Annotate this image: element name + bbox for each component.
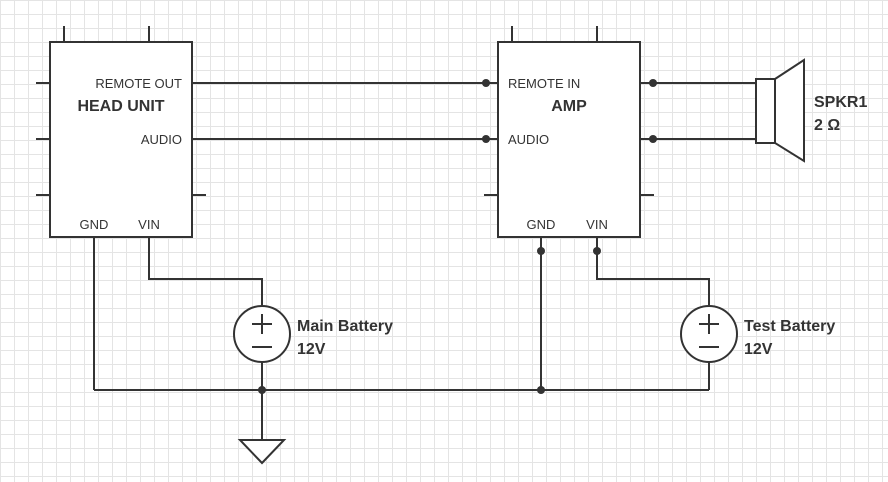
amp-vin-wire (596, 237, 710, 305)
head-unit[interactable]: HEAD UNIT REMOTE OUT AUDIO GND VIN (36, 26, 206, 238)
head-unit-body (49, 41, 193, 238)
junction-dot (482, 79, 490, 87)
speaker-magnet (755, 78, 776, 144)
head-unit-gnd-label: GND (80, 217, 109, 232)
test-battery-voltage: 12V (744, 341, 773, 358)
speaker-impedance: 2 Ω (814, 117, 840, 134)
ground-icon (237, 439, 287, 465)
test-battery[interactable]: Test Battery 12V (680, 305, 835, 363)
head-unit-title: HEAD UNIT (77, 98, 164, 115)
amp-title: AMP (551, 98, 587, 115)
junction-dot (649, 79, 657, 87)
junction-dot (649, 135, 657, 143)
head-unit-vin-wire (148, 237, 263, 305)
junctions (258, 79, 657, 394)
junction-dot (593, 247, 601, 255)
amp-vin-label: VIN (586, 217, 608, 232)
junction-dot (258, 386, 266, 394)
amp[interactable]: AMP REMOTE IN AUDIO GND VIN (484, 26, 654, 238)
junction-dot (537, 386, 545, 394)
junction-dot (537, 247, 545, 255)
main-battery-voltage: 12V (297, 341, 326, 358)
speaker-cone-icon (774, 58, 805, 163)
amp-audio-label: AUDIO (508, 132, 549, 147)
amp-remote-in-label: REMOTE IN (508, 76, 580, 91)
main-battery[interactable]: Main Battery 12V (233, 305, 393, 363)
junction-dot (482, 135, 490, 143)
head-unit-audio-label: AUDIO (141, 132, 182, 147)
speaker[interactable]: SPKR1 2 Ω (755, 58, 867, 163)
test-battery-name: Test Battery (744, 318, 835, 335)
wires (93, 82, 756, 440)
speaker-name: SPKR1 (814, 94, 867, 111)
head-unit-remote-out-label: REMOTE OUT (95, 76, 182, 91)
amp-gnd-label: GND (527, 217, 556, 232)
main-battery-name: Main Battery (297, 318, 393, 335)
head-unit-vin-label: VIN (138, 217, 160, 232)
